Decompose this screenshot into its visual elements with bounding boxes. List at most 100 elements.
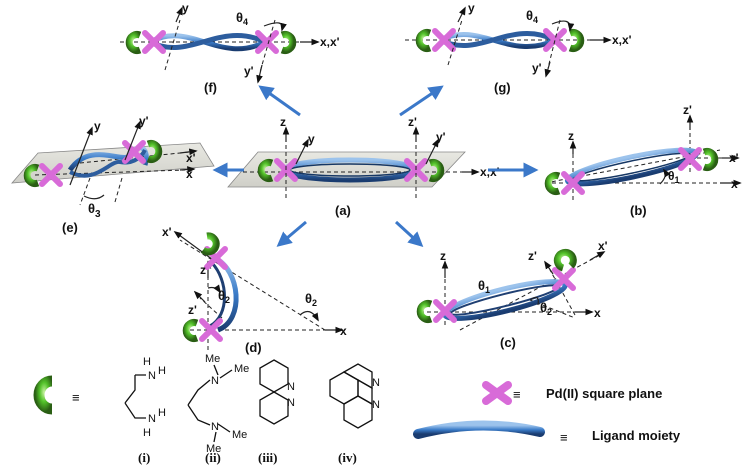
label-b: (b): [630, 203, 647, 218]
pd-left-f: [142, 30, 166, 54]
arrow-to-f: [258, 85, 301, 117]
equiv-2: ≡: [513, 387, 521, 402]
atom-h3: H: [158, 407, 166, 419]
equiv-3: ≡: [560, 430, 568, 445]
atom-n3: N: [211, 375, 219, 387]
pd-right-e: [122, 140, 146, 164]
pd-legend: ≡ Pd(II) square plane: [482, 381, 662, 405]
chelate-right-c: [553, 248, 577, 272]
axis-y-a: y: [308, 132, 315, 146]
chelate-left-g: [415, 29, 432, 52]
panel-a: z z' y y' x,x' (a): [227, 115, 500, 218]
connector-arrows: [212, 85, 539, 248]
axis-xxp-g: x,x': [612, 33, 632, 47]
pd-symbol: [482, 381, 512, 405]
axis-x-b: x: [731, 177, 738, 191]
panel-f: y y' x,x' θ4 (f): [120, 1, 340, 95]
axis-x-d: x: [340, 324, 347, 338]
angle-e: θ3: [88, 201, 101, 220]
chelate-right-f: [280, 31, 297, 54]
axis-y-g: y: [468, 1, 475, 15]
pd-legend-text: Pd(II) square plane: [546, 386, 662, 401]
atom-n5: N: [287, 381, 295, 393]
label-g: (g): [494, 80, 511, 95]
arrow-to-g: [399, 85, 444, 117]
axis-zp-c: z': [528, 249, 537, 263]
label-d: (d): [245, 340, 262, 355]
ligand-iv: N N (iv): [329, 363, 380, 465]
axis-z-c: z: [440, 249, 446, 263]
label-e: (e): [62, 220, 78, 235]
arrow-to-c: [394, 220, 424, 248]
atom-h4: H: [143, 427, 151, 439]
axis-xp-b: x': [729, 151, 739, 165]
angle-d-1: θ2: [218, 288, 230, 305]
chelate-left-c: [416, 300, 433, 323]
axis-xxp-a: x,x': [480, 165, 500, 179]
panel-c: z z' x' x θ1 θ2 (c): [416, 239, 608, 350]
pd-right-c: [552, 267, 576, 291]
pd-left-b: [561, 171, 585, 195]
ligand-i: N N H H H H (i): [124, 356, 166, 465]
angle-c-2: θ2: [540, 300, 552, 317]
chelate-left-f: [125, 31, 142, 54]
axis-xp-c: x': [598, 239, 608, 253]
axis-xp-e: x': [186, 151, 196, 165]
pd-bottom-d: [199, 318, 223, 342]
pd-right-g: [543, 28, 567, 52]
chelate-right-a: [428, 159, 445, 182]
axis-z-d: z: [200, 263, 206, 277]
atom-h2: H: [158, 365, 166, 377]
axis-yp-g: y': [532, 61, 542, 75]
axis-z-b: z: [568, 129, 574, 143]
atom-h1: H: [143, 356, 151, 368]
axis-zp-d: z': [188, 303, 197, 317]
pd-right-b: [678, 147, 702, 171]
axis-xxp-f: x,x': [320, 35, 340, 49]
panel-b: z z' x' x θ1 (b): [544, 103, 742, 218]
angle-d-2: θ2: [305, 291, 317, 308]
label-i: (i): [138, 450, 150, 465]
equiv-1: ≡: [72, 390, 80, 405]
atom-n1: N: [148, 370, 156, 382]
axis-z-a: z: [280, 115, 286, 129]
ring-c: [442, 279, 568, 321]
atom-n2: N: [148, 413, 156, 425]
label-f: (f): [204, 80, 217, 95]
chelate-symbol: [33, 375, 53, 415]
atom-me2: Me: [234, 363, 249, 375]
ligand-iii: N N (iii): [258, 359, 295, 465]
arrow-to-d: [276, 220, 307, 247]
angle-g: θ4: [526, 8, 538, 25]
chelate-right-e: [146, 140, 163, 163]
chelate-left-e: [23, 164, 40, 187]
axis-yp-e: y': [139, 114, 149, 128]
atom-me3: Me: [232, 429, 247, 441]
chelate-bottom-d: [182, 319, 199, 342]
angle-c-1: θ1: [478, 278, 490, 295]
chelate-right-g: [568, 29, 585, 52]
pd-right-f: [255, 30, 279, 54]
chelate-left-b: [544, 172, 561, 195]
ligand-legend: ≡ Ligand moiety: [413, 420, 681, 445]
chelate-left-a: [257, 159, 274, 182]
angle-b: θ1: [668, 169, 680, 185]
atom-n8: N: [372, 399, 380, 411]
legend: ≡ N N H H H H (i) N N Me Me Me Me (ii): [33, 353, 681, 465]
ligand-symbol: [413, 420, 545, 439]
axis-x-c: x: [594, 306, 601, 320]
atom-n4: N: [211, 421, 219, 433]
panel-e: y y' x' x θ3 (e): [11, 114, 215, 235]
atom-n7: N: [372, 377, 380, 389]
chelate-right-b: [702, 148, 719, 171]
panel-d: x' z z' x θ2 θ2 (d): [162, 225, 347, 355]
axis-yp-a: y': [436, 130, 446, 144]
axis-y-e: y: [94, 119, 101, 133]
angle-f: θ4: [236, 10, 248, 27]
label-c: (c): [500, 335, 516, 350]
axis-zp-b: z': [683, 103, 692, 117]
atom-n6: N: [287, 397, 295, 409]
ligand-legend-text: Ligand moiety: [592, 428, 681, 443]
axis-xp-d: x': [162, 225, 172, 239]
